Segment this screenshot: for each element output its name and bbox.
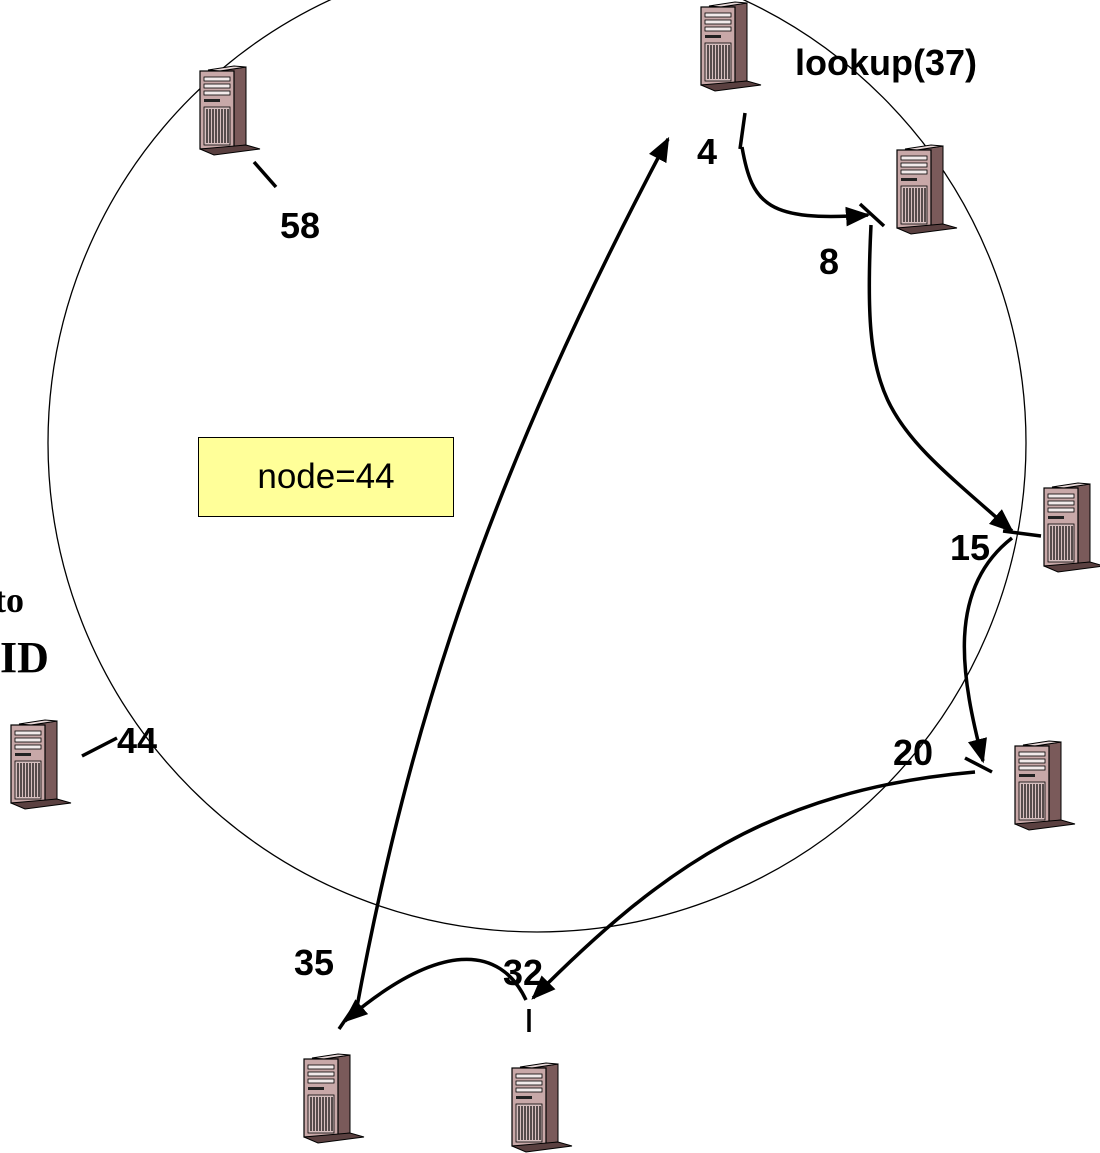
server-tower-icon — [896, 144, 958, 235]
server-tower-icon — [700, 1, 762, 92]
server-icons — [10, 1, 1100, 1153]
cut-text-line-1: to — [0, 580, 24, 620]
server-tower-icon — [511, 1062, 573, 1153]
server-tower-icon — [199, 65, 261, 156]
tick-20 — [964, 756, 993, 774]
tick-35 — [337, 1009, 354, 1030]
server-tower-icon — [1014, 740, 1076, 831]
tick-4 — [738, 112, 747, 150]
server-tower-icon — [1043, 482, 1100, 573]
node-label-32: 32 — [503, 952, 543, 993]
hop-35-to-4 — [354, 136, 670, 1013]
tick-15 — [1002, 529, 1042, 538]
tick-58 — [252, 160, 278, 189]
node-label-8: 8 — [819, 241, 839, 282]
lookup-hops — [343, 136, 1014, 1023]
node-label-44: 44 — [117, 720, 157, 761]
node-label-58: 58 — [280, 205, 320, 246]
hop-32-to-35 — [343, 957, 528, 1023]
node-label-4: 4 — [697, 131, 717, 172]
tick-8 — [858, 202, 886, 228]
ring-circle — [47, 0, 1027, 933]
lookup-label: lookup(37) — [795, 42, 977, 83]
node-label-35: 35 — [294, 942, 334, 983]
hop-15-to-20 — [962, 536, 1014, 764]
hop-4-to-8 — [740, 146, 871, 227]
hop-20-to-32 — [531, 770, 976, 1000]
query-node-box: node=44 — [198, 437, 454, 517]
node-label-20: 20 — [893, 732, 933, 773]
tick-44 — [81, 736, 118, 758]
server-tower-icon — [10, 719, 72, 810]
server-tower-icon — [303, 1053, 365, 1144]
node-label-15: 15 — [950, 527, 990, 568]
ring-ticks — [81, 112, 1042, 1032]
hop-8-to-15 — [867, 224, 1014, 533]
cut-text-line-2: ID — [0, 633, 49, 682]
